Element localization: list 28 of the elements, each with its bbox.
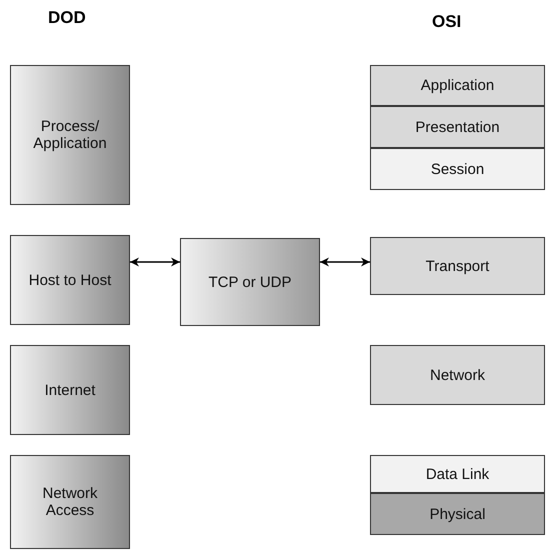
layer-box <box>370 345 545 405</box>
layer-box <box>370 493 545 535</box>
double-arrow <box>320 258 370 266</box>
layer-box <box>10 65 130 205</box>
layer-name: Network Access <box>41 485 98 519</box>
layer-box <box>180 238 320 326</box>
layer-box <box>370 148 545 190</box>
layer-name: Application <box>420 77 494 94</box>
layer-name: Transport <box>426 258 490 274</box>
layer-box <box>370 106 545 148</box>
column-heading: DOD <box>48 8 86 28</box>
layer-name: Data Link <box>426 466 490 482</box>
layer-box <box>370 455 545 493</box>
layer-name: Presentation <box>415 118 500 136</box>
layer-name: Host to Host <box>28 272 112 288</box>
layer-name: Internet <box>44 382 96 398</box>
layer-box <box>10 235 130 325</box>
layer-box <box>10 345 130 435</box>
layer-name: Physical <box>430 506 486 522</box>
layer-name: Process/ Application <box>32 118 108 152</box>
layer-name: Network <box>430 366 485 384</box>
layer-name: Session <box>430 160 484 178</box>
layer-box <box>370 237 545 295</box>
layer-box <box>370 65 545 106</box>
double-arrow <box>130 258 180 266</box>
column-heading: OSI <box>432 12 462 32</box>
layer-name: TCP or UDP <box>208 274 292 290</box>
layer-box <box>10 455 130 549</box>
